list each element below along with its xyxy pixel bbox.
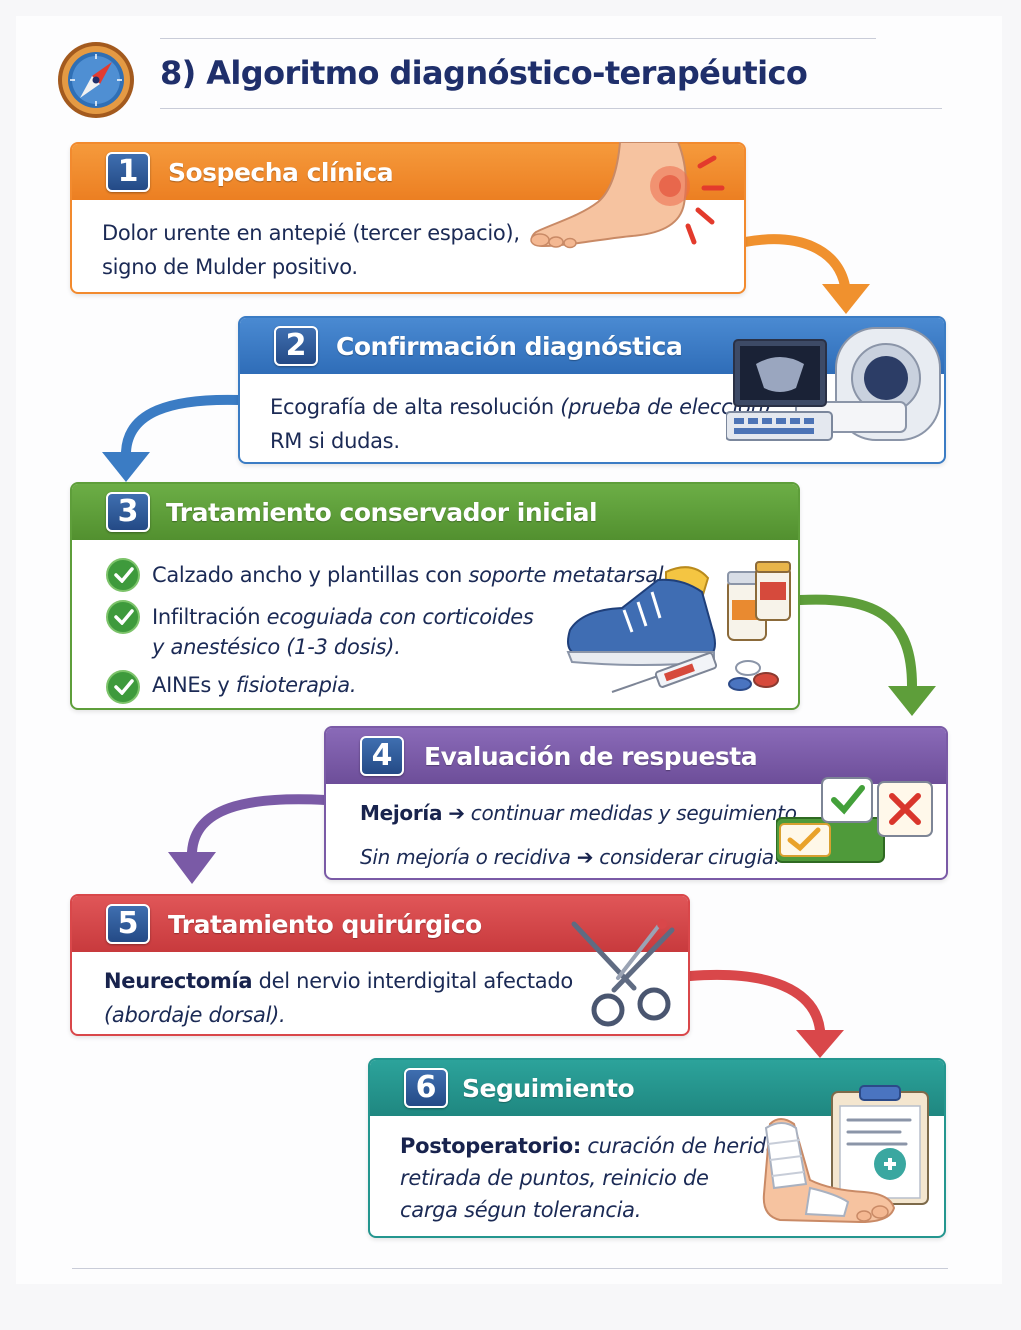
step-5-header [72,896,688,952]
arrow-5-to-6 [685,970,825,1035]
step-4-title: Evaluación de respuesta [424,742,758,771]
foot-pain-icon [528,141,728,252]
step-3-number: 3 [106,492,150,532]
footer-rule [72,1268,948,1269]
check-icon [106,600,140,634]
arrow-1-to-2 [740,234,850,291]
step-4-header [326,728,946,784]
step-1-title: Sospecha clínica [168,158,394,187]
check-icon [106,558,140,592]
ultrasound-mri-icon [725,326,944,458]
step-1-line-2: signo de Mulder positivo. [102,255,358,279]
scissors-scalpel-icon [568,918,680,1030]
shoe-medication-icon [562,558,794,698]
step-6-title: Seguimiento [462,1074,635,1103]
step-5-title: Tratamiento quirúrgico [168,910,482,939]
step-3-card: 3 Tratamiento conservador inicial Calzad… [70,482,800,710]
top-rule [160,38,876,39]
step-4-no-improve: Sin mejoría o recidiva ➔ considerar ciru… [360,845,780,869]
step-2-line-1: Ecografía de alta resolución [270,395,554,419]
evaluation-check-icon [775,772,936,868]
step-4-improve: Mejoría ➔ continuar medidas y seguimient… [360,801,803,825]
step-5-card: 5 Tratamiento quirúrgico Neurectomía del… [70,894,690,1036]
step-6-number: 6 [404,1068,448,1108]
step-1-number: 1 [106,152,150,192]
arrow-2-to-3 [121,394,245,457]
step-3-item-3: AINEs y fisioterapia. [152,673,357,697]
arrow-3-to-4 [795,594,917,691]
step-2-line-2: RM si dudas. [270,429,400,453]
step-5-number: 5 [106,904,150,944]
step-1-text: Dolor urente en antepié (tercer espacio)… [102,216,520,284]
arrow-4-to-5 [187,794,330,857]
step-6-text: Postoperatorio: curación de herida, reti… [400,1134,785,1222]
title-rule [160,108,942,109]
step-2-number: 2 [274,326,318,366]
step-3-item-2-line-2: y anestésico (1-3 dosis). [152,635,401,659]
step-5-text: Neurectomía del nervio interdigital afec… [104,969,573,1027]
step-3-item-1: Calzado ancho y plantillas con soporte m… [152,563,670,587]
page-title: 8) Algoritmo diagnóstico-terapéutico [160,54,808,92]
compass-icon [56,40,136,120]
step-3-item-2: Infiltración ecoguiada con corticoides [152,605,534,629]
step-2-card: 2 Confirmación diagnóstica Ecografía de … [238,316,946,464]
step-4-card: 4 Evaluación de respuesta Mejoría ➔ cont… [324,726,948,880]
step-2-title: Confirmación diagnóstica [336,332,683,361]
step-2-text: Ecografía de alta resolución (prueba de … [270,390,778,458]
step-4-number: 4 [360,736,404,776]
step-1-line-1: Dolor urente en antepié (tercer espacio)… [102,221,520,245]
step-3-title: Tratamiento conservador inicial [166,498,598,527]
step-3-header [72,484,798,540]
clipboard-bandaged-foot-icon [740,1084,936,1228]
check-icon [106,670,140,704]
